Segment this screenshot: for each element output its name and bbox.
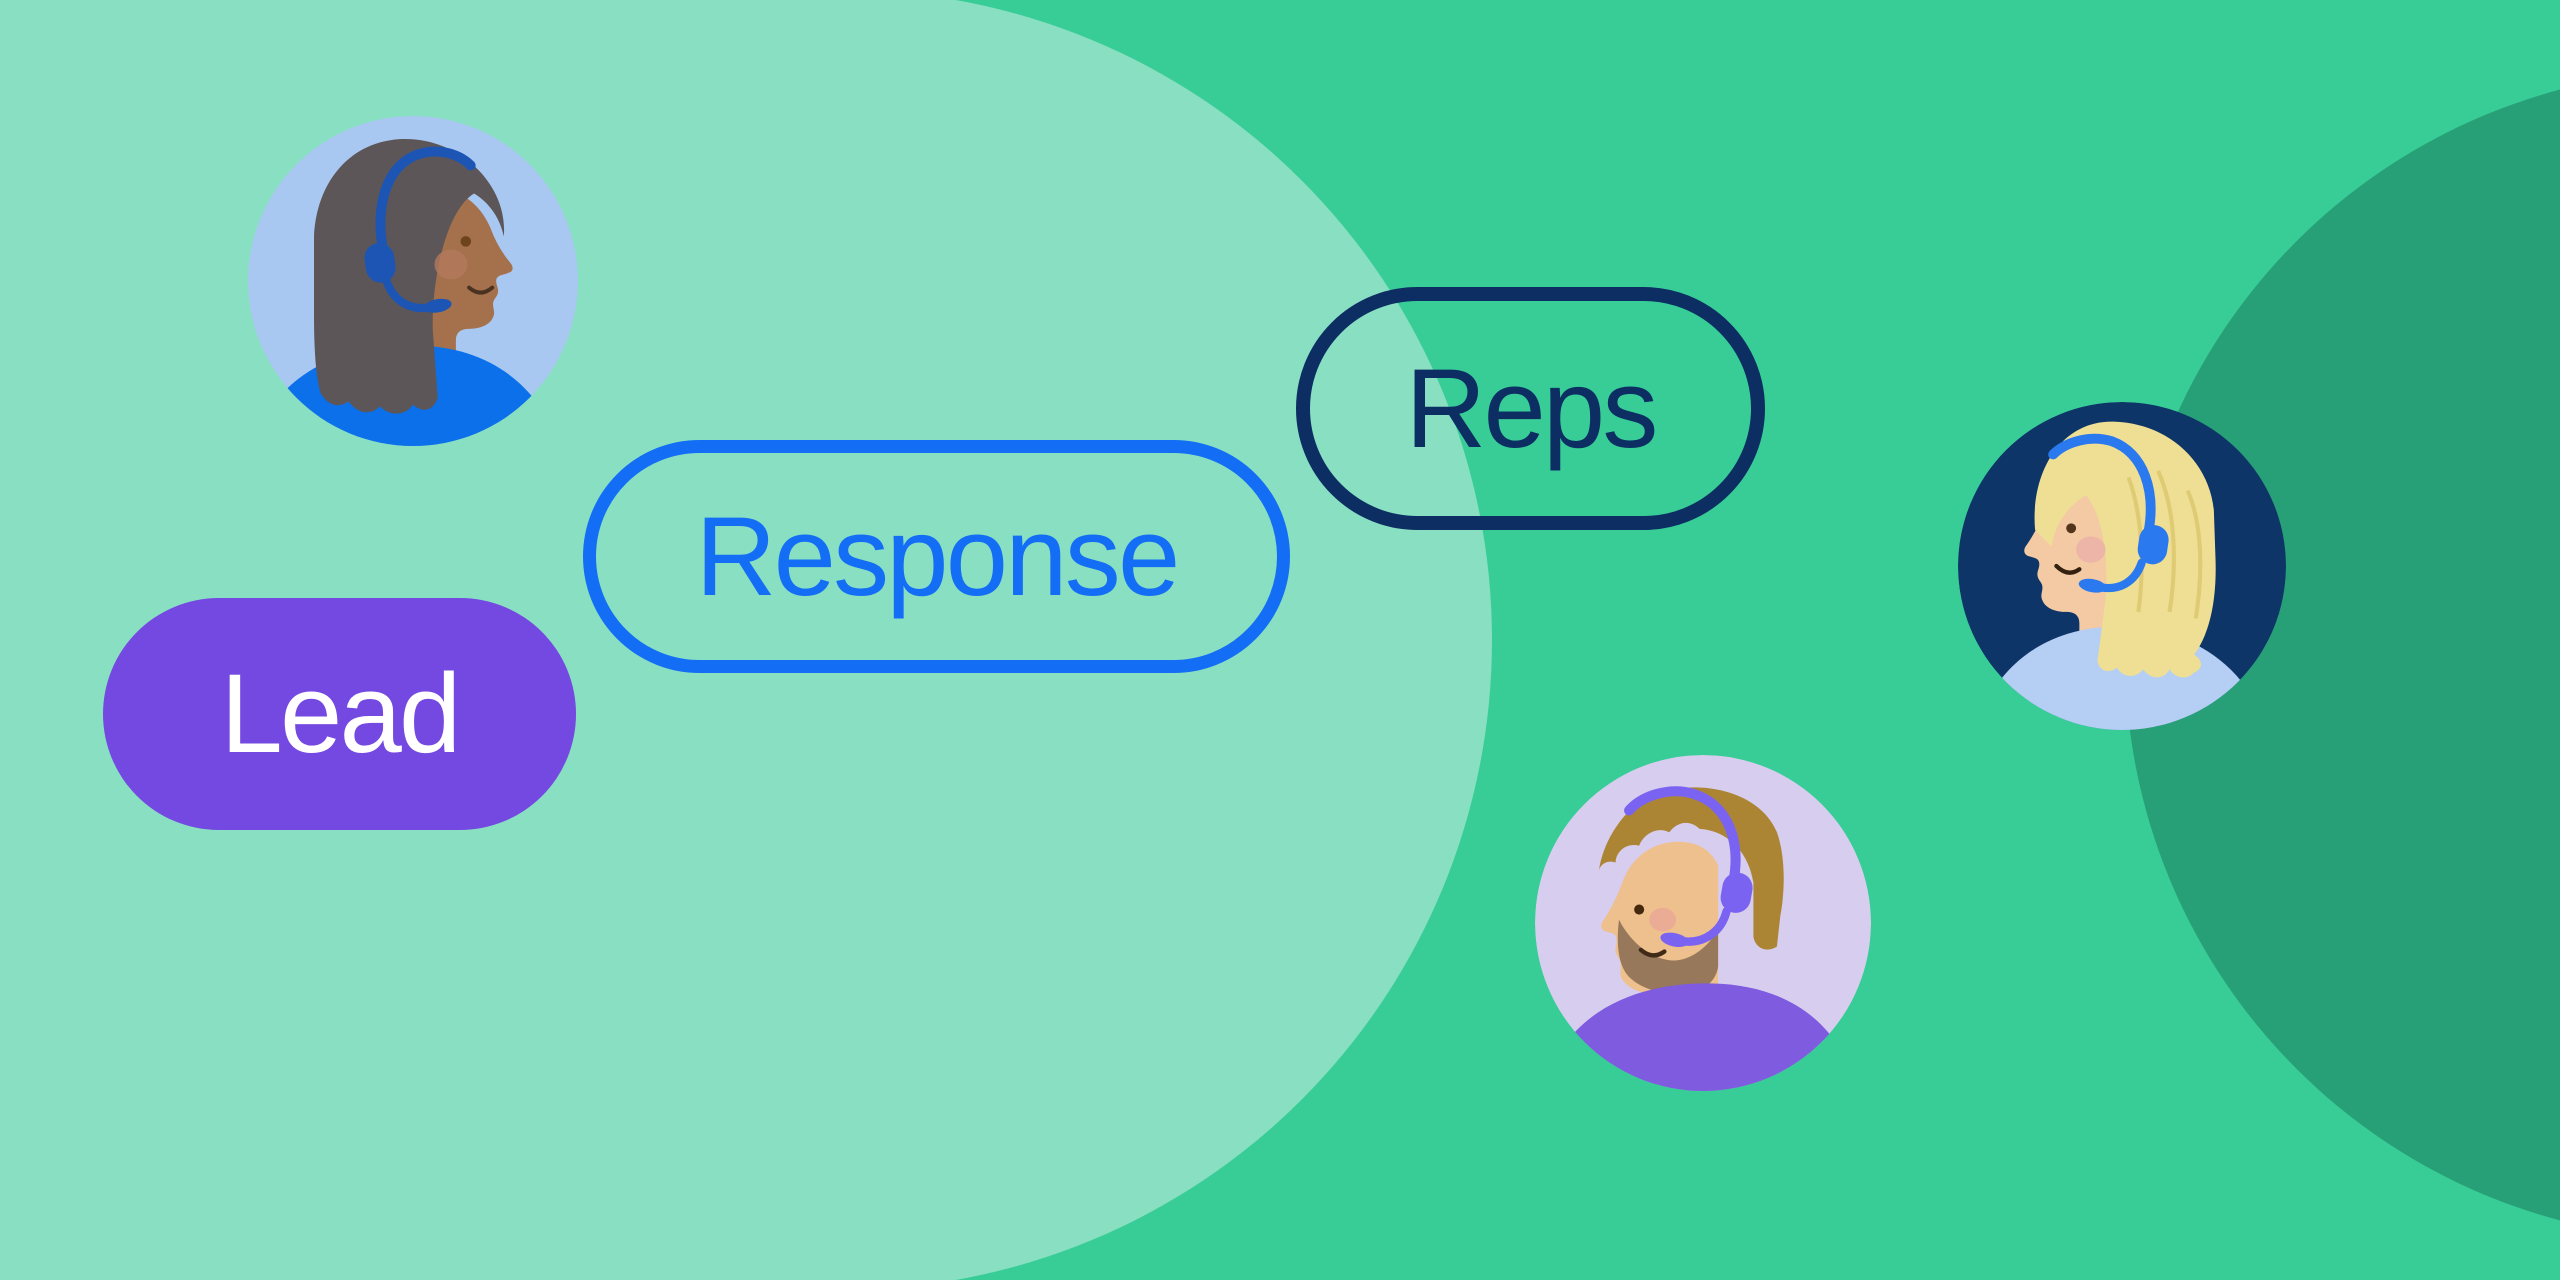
agent-headset-illustration xyxy=(1958,402,2286,730)
cheek-blush xyxy=(2076,536,2106,563)
hair xyxy=(314,138,505,414)
beard xyxy=(1617,919,1719,994)
eye xyxy=(460,236,472,247)
hair xyxy=(1598,787,1784,950)
headset-icon xyxy=(2048,433,2169,593)
agent-headset-illustration xyxy=(248,116,578,446)
shirt xyxy=(1555,983,1851,1091)
support-agent-avatar-dark-hair xyxy=(248,116,578,446)
agent-headset-illustration xyxy=(1535,755,1871,1091)
smile xyxy=(1638,947,1667,958)
response-pill-label: Response xyxy=(695,493,1181,619)
reps-pill: Reps xyxy=(1296,287,1765,530)
eye xyxy=(1634,904,1645,915)
response-pill: Response xyxy=(583,440,1290,673)
smile xyxy=(467,285,495,295)
headset-icon xyxy=(1624,786,1753,948)
lead-pill: Lead xyxy=(103,598,576,830)
hair xyxy=(2034,421,2216,678)
support-agent-avatar-bearded xyxy=(1535,755,1871,1091)
cheek-blush xyxy=(434,249,468,280)
eye xyxy=(2066,523,2077,534)
lead-pill-label: Lead xyxy=(220,651,462,776)
headset-icon xyxy=(364,146,476,313)
cheek-blush xyxy=(1649,907,1677,932)
support-agent-avatar-blonde xyxy=(1958,402,2286,730)
smile xyxy=(2054,563,2082,575)
reps-pill-label: Reps xyxy=(1405,345,1658,471)
